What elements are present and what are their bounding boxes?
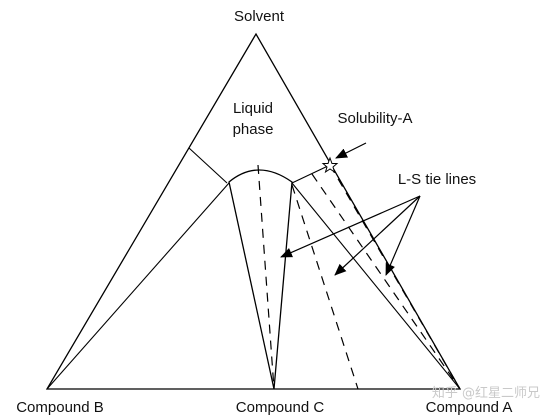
tie-line-c2	[291, 184, 359, 390]
tie-lines-label: L-S tie lines	[398, 171, 476, 188]
b-tie-segment	[188, 147, 228, 184]
b-boundary-line	[46, 182, 230, 390]
tie-line-arrow-1	[280, 195, 421, 258]
compound-c-label: Compound C	[236, 399, 325, 416]
tie-line-arrow-3	[385, 195, 421, 276]
tie-line-a1	[311, 173, 461, 390]
solubility-a-label: Solubility-A	[337, 110, 412, 127]
a-boundary-line	[291, 182, 461, 390]
watermark: 知乎 @红星二师兄	[432, 385, 540, 401]
solvent-label: Solvent	[234, 8, 285, 25]
tie-line-c	[257, 164, 275, 390]
tie-line-arrow-2	[334, 195, 421, 276]
solubility-a-line	[291, 164, 331, 184]
compound-b-label: Compound B	[16, 399, 104, 416]
compound-a-label: Compound A	[426, 399, 513, 416]
solubility-arrow	[335, 142, 367, 159]
compound-c-region	[228, 169, 293, 390]
solubility-a-star-icon	[321, 156, 339, 174]
phase-label: phase	[233, 121, 274, 138]
liquid-label: Liquid	[233, 100, 273, 117]
ternary-triangle-outline	[45, 32, 462, 390]
tie-line-a2	[329, 164, 461, 390]
